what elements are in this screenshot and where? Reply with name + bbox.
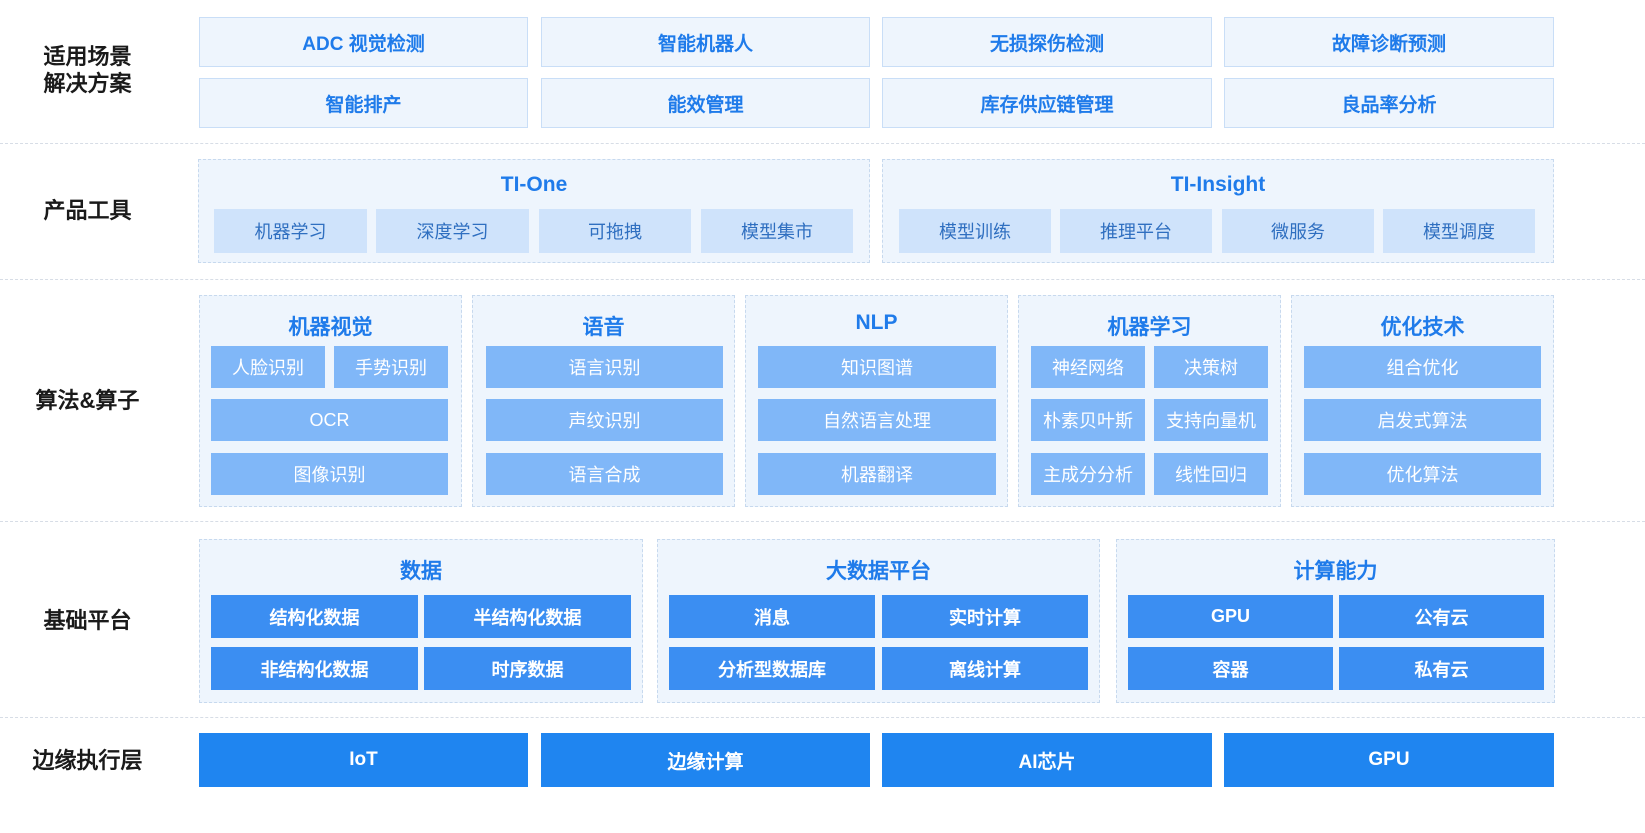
- platform-title: 数据: [400, 560, 442, 583]
- algo-item[interactable]: 主成分分析: [1031, 453, 1145, 495]
- algo-item[interactable]: 启发式算法: [1304, 399, 1541, 441]
- platform-item[interactable]: 非结构化数据: [211, 647, 418, 690]
- algo-item[interactable]: 朴素贝叶斯: [1031, 399, 1145, 441]
- algo-item[interactable]: 神经网络: [1031, 346, 1145, 388]
- platform-item[interactable]: 实时计算: [882, 595, 1088, 638]
- platform-item[interactable]: 私有云: [1339, 647, 1544, 690]
- scenario-supply-chain[interactable]: 库存供应链管理: [882, 78, 1212, 128]
- platform-title: 大数据平台: [826, 560, 931, 583]
- algo-item[interactable]: 图像识别: [211, 453, 448, 495]
- scenario-smart-scheduling[interactable]: 智能排产: [199, 78, 528, 128]
- product-item[interactable]: 机器学习: [214, 209, 367, 253]
- row-label-edge: 边缘执行层: [32, 747, 143, 773]
- scenario-intelligent-robot[interactable]: 智能机器人: [541, 17, 870, 67]
- scenario-fault-prediction[interactable]: 故障诊断预测: [1224, 17, 1554, 67]
- product-item[interactable]: 推理平台: [1060, 209, 1212, 253]
- edge-item-gpu[interactable]: GPU: [1224, 733, 1554, 787]
- product-title: TI-Insight: [1170, 173, 1266, 196]
- platform-item[interactable]: 公有云: [1339, 595, 1544, 638]
- product-item[interactable]: 深度学习: [376, 209, 529, 253]
- algo-item[interactable]: 语言识别: [486, 346, 723, 388]
- scenario-ndt-inspection[interactable]: 无损探伤检测: [882, 17, 1212, 67]
- algo-item[interactable]: 支持向量机: [1154, 399, 1268, 441]
- algo-title: 语音: [582, 316, 625, 339]
- row-separator: [0, 521, 1645, 522]
- product-item[interactable]: 模型调度: [1383, 209, 1535, 253]
- scenario-adc-visual-inspection[interactable]: ADC 视觉检测: [199, 17, 528, 67]
- scenario-yield-analysis[interactable]: 良品率分析: [1224, 78, 1554, 128]
- algo-title: 优化技术: [1380, 316, 1465, 339]
- row-label-algorithms: 算法&算子: [35, 387, 140, 413]
- algo-item[interactable]: 语言合成: [486, 453, 723, 495]
- platform-item[interactable]: 容器: [1128, 647, 1333, 690]
- row-separator: [0, 143, 1645, 144]
- algo-item[interactable]: OCR: [211, 399, 448, 441]
- edge-item-iot[interactable]: IoT: [199, 733, 528, 787]
- platform-title: 计算能力: [1293, 560, 1378, 583]
- platform-item[interactable]: 消息: [669, 595, 875, 638]
- row-separator: [0, 717, 1645, 718]
- algo-item[interactable]: 优化算法: [1304, 453, 1541, 495]
- algo-item[interactable]: 人脸识别: [211, 346, 325, 388]
- algo-item[interactable]: 线性回归: [1154, 453, 1268, 495]
- platform-item[interactable]: 分析型数据库: [669, 647, 875, 690]
- scenario-energy-management[interactable]: 能效管理: [541, 78, 870, 128]
- edge-item-ai-chip[interactable]: AI芯片: [882, 733, 1212, 787]
- product-item[interactable]: 模型训练: [899, 209, 1051, 253]
- platform-item[interactable]: 时序数据: [424, 647, 631, 690]
- product-item[interactable]: 微服务: [1222, 209, 1374, 253]
- platform-item[interactable]: 离线计算: [882, 647, 1088, 690]
- algo-title: 机器视觉: [288, 316, 373, 339]
- algo-item[interactable]: 组合优化: [1304, 346, 1541, 388]
- row-label-platform: 基础平台: [43, 607, 132, 633]
- edge-item-edge-computing[interactable]: 边缘计算: [541, 733, 870, 787]
- algo-title: 机器学习: [1107, 316, 1192, 339]
- platform-item[interactable]: 半结构化数据: [424, 595, 631, 638]
- algo-item[interactable]: 自然语言处理: [758, 399, 996, 441]
- algo-item[interactable]: 机器翻译: [758, 453, 996, 495]
- algo-item[interactable]: 决策树: [1154, 346, 1268, 388]
- product-title: TI-One: [500, 173, 568, 196]
- algo-item[interactable]: 手势识别: [334, 346, 448, 388]
- product-item[interactable]: 可拖拽: [539, 209, 691, 253]
- platform-item[interactable]: GPU: [1128, 595, 1333, 638]
- algo-item[interactable]: 知识图谱: [758, 346, 996, 388]
- platform-item[interactable]: 结构化数据: [211, 595, 418, 638]
- row-separator: [0, 279, 1645, 280]
- row-label-scenarios: 适用场景 解决方案: [43, 44, 132, 96]
- row-label-products: 产品工具: [43, 197, 132, 223]
- algo-title: NLP: [855, 311, 898, 334]
- algo-item[interactable]: 声纹识别: [486, 399, 723, 441]
- product-item[interactable]: 模型集市: [701, 209, 853, 253]
